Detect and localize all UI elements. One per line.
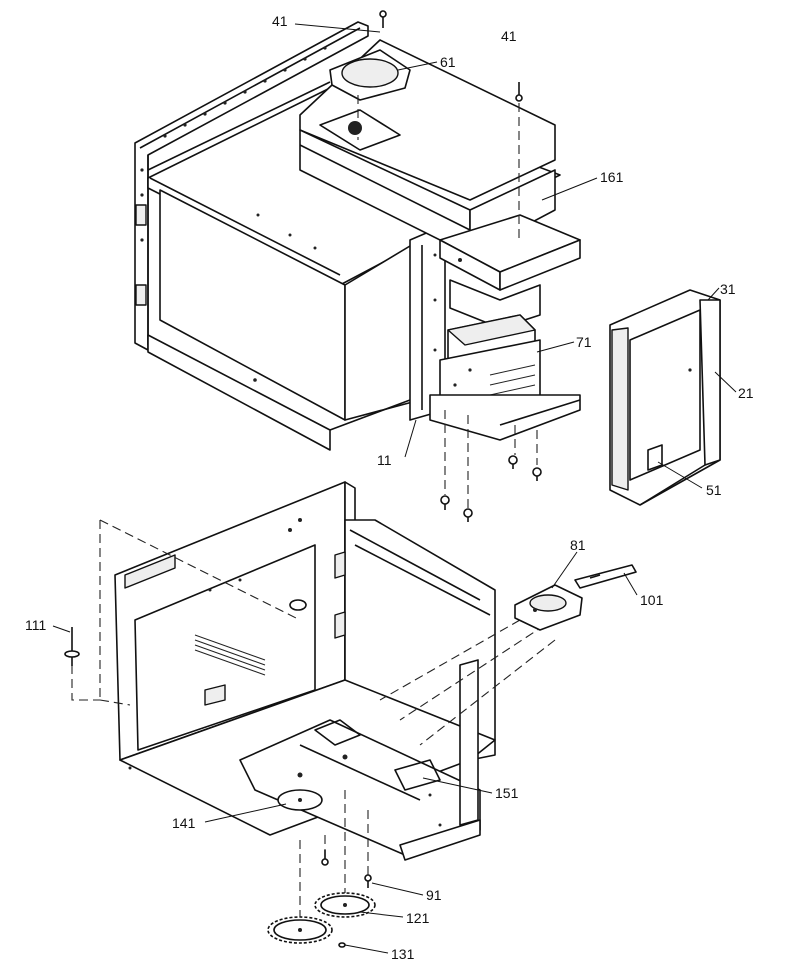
part-51-switch <box>647 444 663 471</box>
callout-141: 141 <box>172 815 196 831</box>
callout-71: 71 <box>576 334 592 350</box>
callout-81: 81 <box>570 537 586 553</box>
part-81-motor <box>514 584 583 631</box>
callout-101: 101 <box>640 592 664 608</box>
callout-31: 31 <box>720 281 736 297</box>
callout-11: 11 <box>377 452 392 468</box>
part-121-gear-lower <box>267 916 333 944</box>
part-21-door-frame <box>609 289 721 506</box>
callout-21: 21 <box>738 385 754 401</box>
leader-lines <box>52 23 737 954</box>
part-101-bracket <box>574 564 637 589</box>
callout-51: 51 <box>706 482 722 498</box>
callout-41-right: 41 <box>501 28 517 44</box>
callout-41-left: 41 <box>272 13 288 29</box>
part-71-transformer <box>429 214 581 441</box>
callout-121: 121 <box>406 910 430 926</box>
part-121-gear-upper <box>314 892 376 918</box>
callout-131: 131 <box>391 946 415 962</box>
vent-slots <box>194 634 266 706</box>
part-61-stirrer-plate <box>329 49 411 140</box>
part-131-clip <box>338 942 346 948</box>
lower-screws <box>321 850 372 888</box>
transformer-screws <box>440 410 542 522</box>
assembly-dashed-lines <box>71 519 556 920</box>
callout-91: 91 <box>426 887 442 903</box>
callout-151: 151 <box>495 785 519 801</box>
callout-111: 111 <box>25 617 47 633</box>
hinge-upper <box>135 204 147 226</box>
hinge-lower <box>135 284 147 306</box>
part-141-disk <box>277 789 323 811</box>
callout-161: 161 <box>600 169 624 185</box>
callout-61: 61 <box>440 54 456 70</box>
part-111-pin <box>64 627 80 666</box>
screw-41-left <box>379 10 387 28</box>
screw-41-right <box>515 82 523 240</box>
